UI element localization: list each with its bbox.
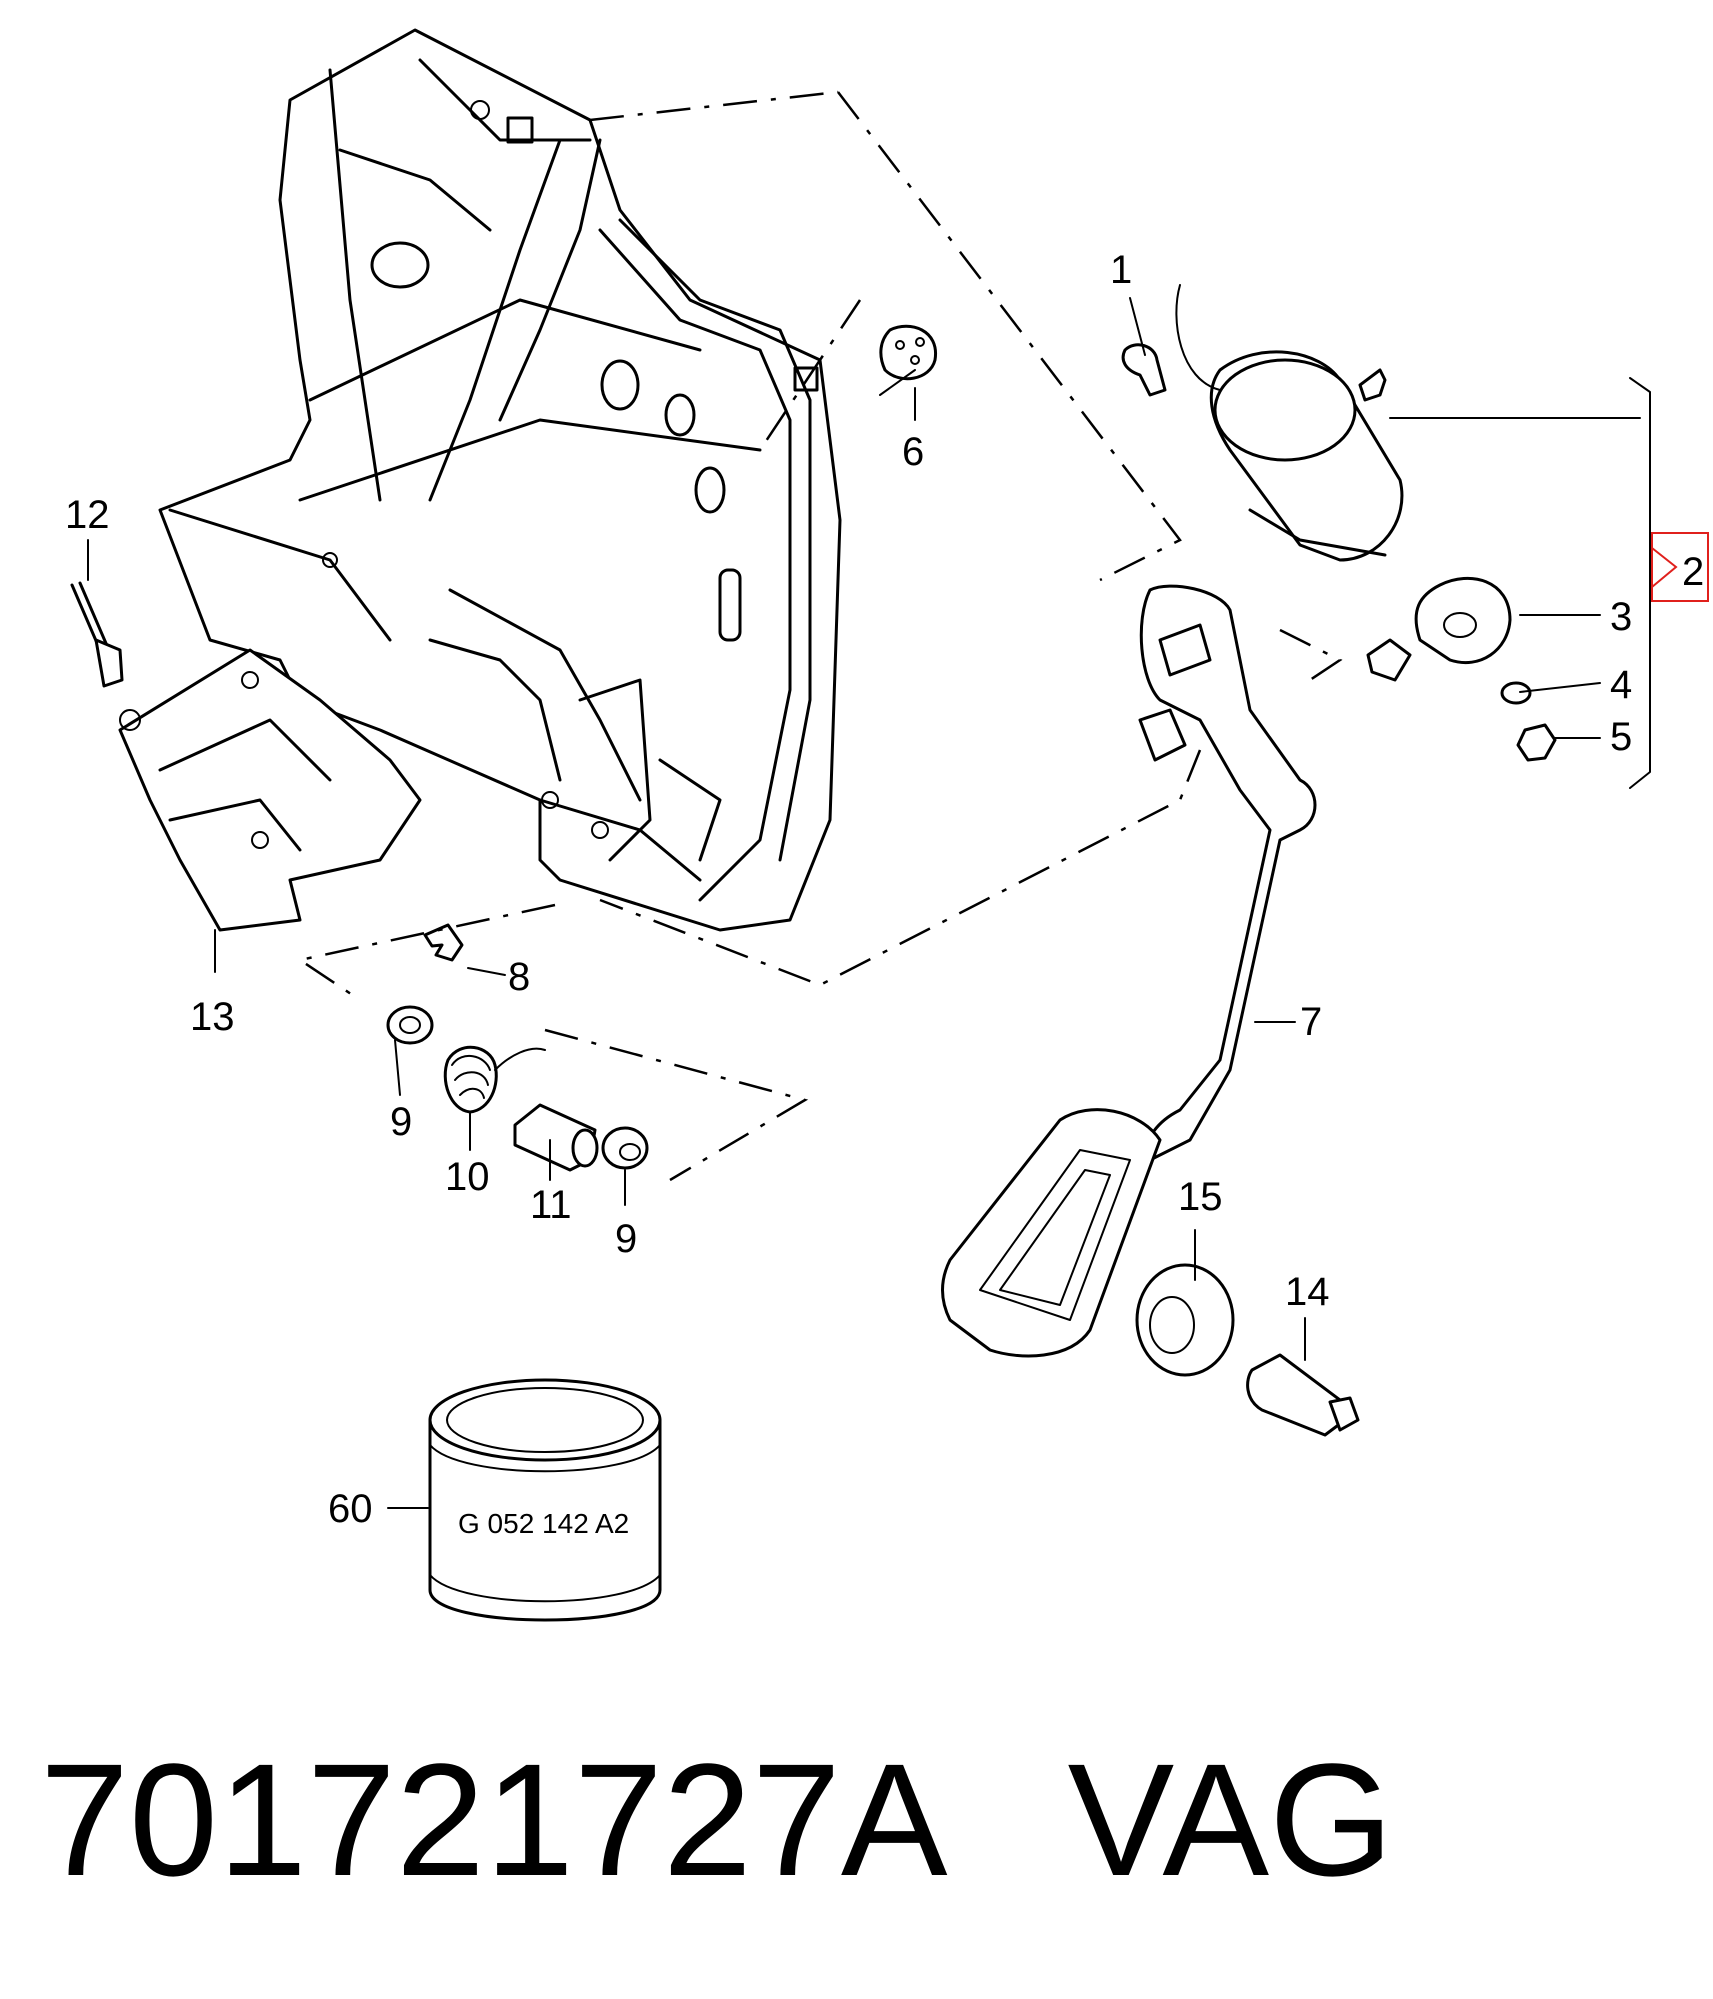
washer-part-15	[1135, 1263, 1235, 1377]
callout-2-highlight	[1651, 532, 1709, 602]
assembly-outline-pedal	[589, 90, 862, 451]
accelerator-pedal	[941, 584, 1317, 1358]
clamp-part-3	[1366, 576, 1512, 682]
part-caption: 701721727A VAG	[40, 1720, 1660, 1920]
bushing-part-9-right	[601, 1126, 649, 1170]
side-bracket	[118, 648, 422, 932]
master-cylinder	[1121, 284, 1404, 562]
assembly-outline-spring	[296, 903, 809, 1182]
part-60-marking: G 052 142 A2	[458, 1508, 629, 1539]
callout-15: 15	[1178, 1175, 1223, 1219]
callout-12: 12	[65, 493, 110, 537]
stop-part-14	[1246, 1353, 1360, 1437]
cap-part-6	[879, 324, 937, 381]
callout-5: 5	[1610, 715, 1632, 759]
callout-4: 4	[1610, 663, 1632, 707]
pedal-bracket	[158, 28, 842, 932]
assembly-outline-bracket	[1279, 628, 1343, 682]
nut-part-5	[1516, 723, 1557, 762]
callout-8: 8	[508, 955, 530, 999]
assembly-outline-lower	[599, 749, 1202, 987]
callout-9-right: 9	[615, 1217, 637, 1261]
callout-2: 2	[1682, 550, 1704, 594]
callout-14: 14	[1285, 1270, 1330, 1314]
callout-9-left: 9	[390, 1100, 412, 1144]
callout-60: 60	[328, 1487, 373, 1531]
washer-part-4	[1500, 681, 1532, 705]
sleeve-part-11	[513, 1103, 599, 1172]
callout-3: 3	[1610, 595, 1632, 639]
part-number: 701721727A	[40, 1730, 948, 1909]
bushing-part-9-left	[386, 1005, 434, 1045]
callout-1: 1	[1110, 248, 1132, 292]
brand-name: VAG	[1067, 1730, 1394, 1909]
part-60-cylinder: G 052 142 A2	[428, 1378, 662, 1622]
callout-10: 10	[445, 1155, 490, 1199]
spring-part-10	[443, 1045, 546, 1114]
callout-13: 13	[190, 995, 235, 1039]
callout-6: 6	[902, 430, 924, 474]
leader-lines	[87, 297, 1651, 1509]
clip-part-8	[423, 923, 464, 962]
callout-11: 11	[530, 1183, 572, 1227]
callout-7: 7	[1300, 1000, 1322, 1044]
assembly-outline-upper	[837, 91, 1182, 582]
bolt-part-12	[70, 581, 124, 688]
